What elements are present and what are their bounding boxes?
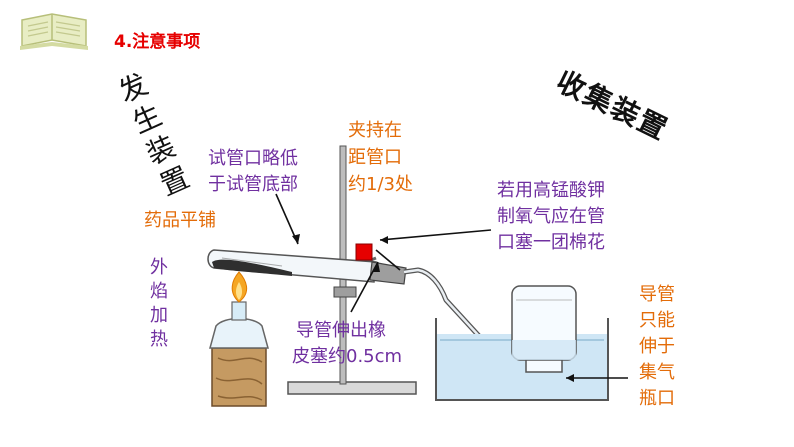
arrow-head-icon xyxy=(292,234,300,244)
tube-extension-note-line-1: 导管伸出橡 xyxy=(296,320,386,341)
page-title: 4.注意事项 xyxy=(114,32,201,52)
arrow-head-icon xyxy=(566,374,574,382)
cotton-note-line-3: 口塞一团棉花 xyxy=(497,232,605,253)
chemical-spread-note: 药品平铺 xyxy=(144,210,216,231)
gas-collecting-bottle xyxy=(511,285,577,373)
arrow-head-icon xyxy=(380,236,388,244)
tube-extension-note-line-2: 皮塞约0.5cm xyxy=(292,346,403,367)
cotton-note-line-2: 制氧气应在管 xyxy=(497,206,605,227)
clamp-note-line-2: 距管口 xyxy=(348,147,402,168)
test-tube xyxy=(207,249,377,283)
clamp-note-line-1: 夹持在 xyxy=(348,120,402,141)
outer-flame-note: 外焰加热 xyxy=(150,257,168,350)
cotton-note-line-1: 若用高锰酸钾 xyxy=(497,180,605,201)
tube-mouth-note-line-1: 试管口略低 xyxy=(208,148,298,169)
arrow-head-icon xyxy=(372,262,380,272)
book-icon xyxy=(20,13,88,50)
collector-tube-note: 导管只能伸于集气瓶口 xyxy=(639,284,675,409)
alcohol-lamp xyxy=(209,271,269,407)
cotton-marker xyxy=(355,243,373,261)
tube-mouth-note-line-2: 于试管底部 xyxy=(208,174,298,195)
clamp-note-line-3: 约1/3处 xyxy=(348,174,413,195)
